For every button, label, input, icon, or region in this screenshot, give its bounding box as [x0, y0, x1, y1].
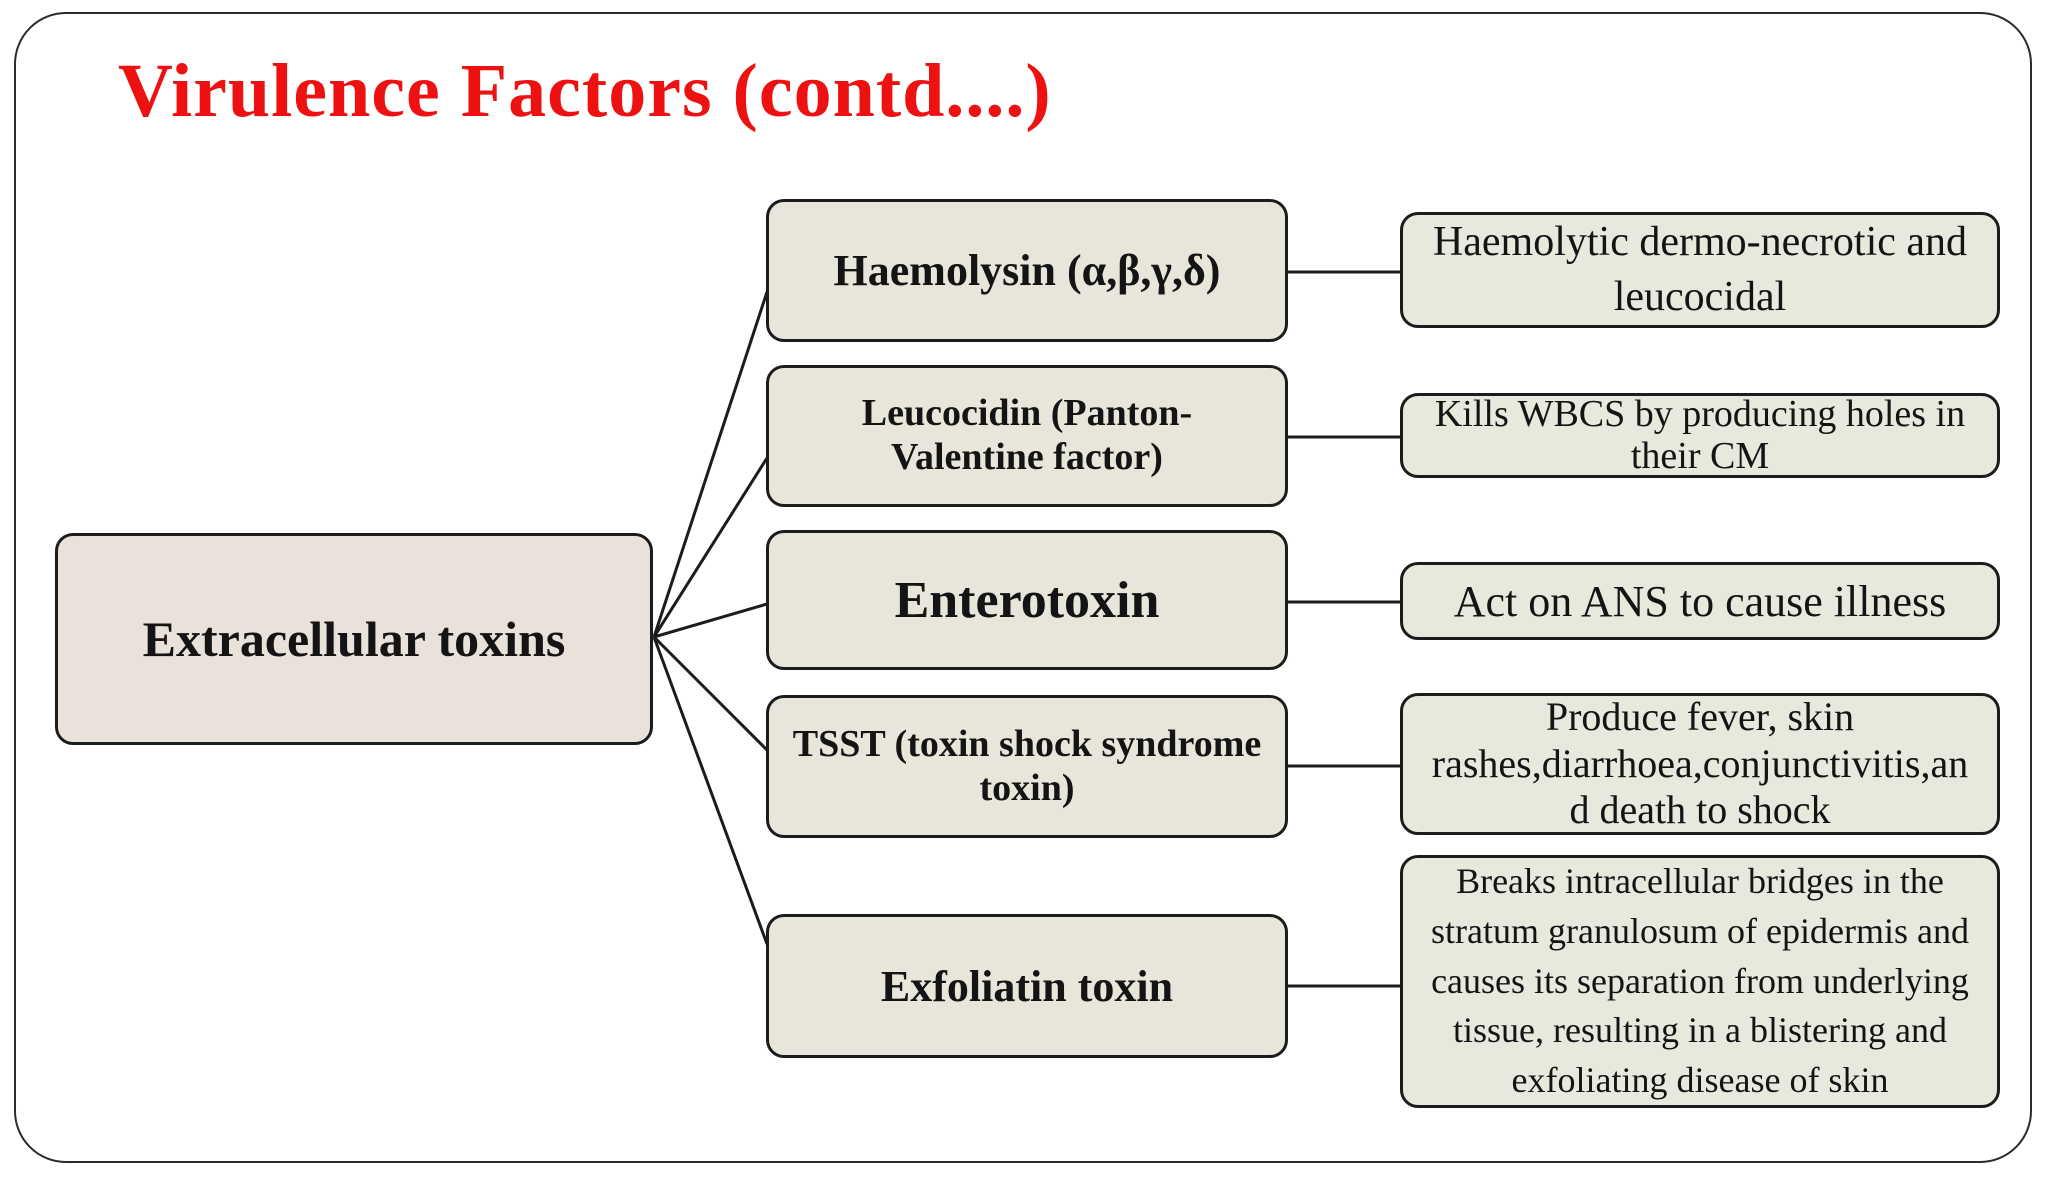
node-exfoliatin-toxin: Exfoliatin toxin — [766, 914, 1288, 1058]
node-label: Enterotoxin — [894, 571, 1160, 629]
node-label: Haemolysin (α,β,γ,δ) — [833, 246, 1221, 295]
description-leucocidin: Kills WBCS by producing holes in their C… — [1400, 393, 2000, 478]
description-exfoliatin-toxin: Breaks intracellular bridges in the stra… — [1400, 855, 2000, 1108]
node-label: Exfoliatin toxin — [880, 961, 1174, 1011]
node-leucocidin: Leucocidin (Panton- Valentine factor) — [766, 365, 1288, 507]
description-haemolysin: Haemolytic dermo-necrotic and leucocidal — [1400, 212, 2000, 328]
description-text: Kills WBCS by producing holes in their C… — [1434, 392, 1966, 477]
node-tsst: TSST (toxin shock syndrome toxin) — [766, 695, 1288, 838]
slide-title: Virulence Factors (contd....) — [118, 49, 1052, 133]
description-tsst: Produce fever, skin rashes,diarrhoea,con… — [1400, 693, 2000, 835]
slide-border — [14, 12, 2032, 1163]
node-enterotoxin: Enterotoxin — [766, 530, 1288, 670]
description-text: Haemolytic dermo-necrotic and leucocidal — [1432, 218, 1968, 320]
description-text: Breaks intracellular bridges in the stra… — [1431, 861, 1969, 1101]
node-label: Extracellular toxins — [142, 611, 566, 667]
node-haemolysin: Haemolysin (α,β,γ,δ) — [766, 199, 1288, 342]
node-extracellular-toxins: Extracellular toxins — [55, 533, 653, 745]
node-label: Leucocidin (Panton- Valentine factor) — [861, 392, 1193, 478]
node-label: TSST (toxin shock syndrome toxin) — [792, 722, 1262, 809]
description-text: Produce fever, skin rashes,diarrhoea,con… — [1431, 694, 1969, 833]
description-text: Act on ANS to cause illness — [1453, 576, 1947, 626]
description-enterotoxin: Act on ANS to cause illness — [1400, 562, 2000, 640]
